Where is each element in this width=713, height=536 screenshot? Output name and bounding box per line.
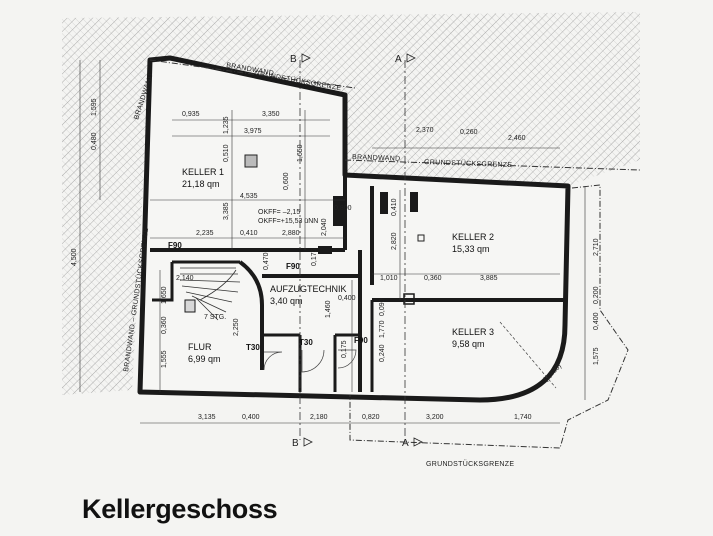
dim-label: 3,385: [223, 202, 230, 220]
dim-label: 0,400: [242, 414, 260, 421]
dim-label: 2,370: [416, 127, 434, 134]
dim-label: 4,500: [71, 248, 78, 266]
dim-label: 1,575: [593, 347, 600, 365]
room-keller3-name: KELLER 3: [452, 327, 494, 337]
door-f90-right: F90: [354, 336, 368, 345]
room-flur-name: FLUR: [188, 342, 212, 352]
room-keller2-name: KELLER 2: [452, 232, 494, 242]
boundary-brandwand-mid: BRANDWAND: [352, 154, 401, 163]
page-title: Kellergeschoss: [82, 494, 278, 524]
dim-label: 1,595: [91, 98, 98, 116]
room-flur-area: 6,99 qm: [188, 354, 221, 364]
door-f90-left: F90: [168, 241, 182, 250]
section-a-bottom-arrow: [413, 437, 423, 447]
dim-label: 0,510: [223, 144, 230, 162]
room-keller1-area: 21,18 qm: [182, 179, 220, 189]
dim-label: 0,410: [240, 230, 258, 237]
dim-label: 4,535: [240, 193, 258, 200]
dim-label: 1,010: [380, 275, 398, 282]
door-t30-left: T30: [246, 343, 260, 352]
room-keller3-area: 9,58 qm: [452, 339, 485, 349]
neighbour-hatch-area-2: [62, 12, 640, 395]
section-b-top-arrow: [301, 53, 311, 63]
room-aufzug-name: AUFZUGTECHNIK: [270, 284, 347, 294]
dim-label: 3,135: [198, 414, 216, 421]
room-keller1-name: KELLER 1: [182, 167, 224, 177]
dim-label: 0,480: [91, 132, 98, 150]
level-okff-nn: OKFF=+15,53 üNN: [258, 218, 318, 225]
dim-label: 0,090: [379, 298, 386, 316]
boundary-grenze-mid: GRUNDSTÜCKSGRENZE: [424, 158, 513, 169]
dim-label: 0,935: [182, 111, 200, 118]
dim-label: 0,240: [379, 344, 386, 362]
dim-label: 0,800: [334, 205, 352, 212]
dim-label: 2,710: [593, 238, 600, 256]
dim-label: 1,740: [514, 414, 532, 421]
dim-label: 0,400: [593, 312, 600, 330]
door-f90-mid: F90: [286, 262, 300, 271]
section-b-bottom: B: [292, 438, 299, 449]
section-a-top-arrow: [406, 53, 416, 63]
dim-label: 2,250: [233, 318, 240, 336]
section-a-top: A: [395, 54, 402, 65]
dim-label: 0,175: [341, 340, 348, 358]
dim-label: 1,650: [297, 144, 304, 162]
dim-label: 1,650: [161, 286, 168, 304]
dim-label: 3,350: [262, 111, 280, 118]
dim-label: 2,140: [176, 275, 194, 282]
room-aufzug-area: 3,40 qm: [270, 296, 303, 306]
section-b-top: B: [290, 54, 297, 65]
room-keller2-area: 15,33 qm: [452, 244, 490, 254]
dim-label: 1,770: [379, 320, 386, 338]
dim-label: 0,360: [161, 316, 168, 334]
level-okff: OKFF= –2,15: [258, 209, 300, 216]
dimension-lines: [79, 60, 586, 424]
door-t30-mid: T30: [299, 338, 313, 347]
dim-label: 0,200: [593, 286, 600, 304]
dim-label: 2,180: [310, 414, 328, 421]
section-a-bottom: A: [402, 438, 409, 449]
outer-wall: [137, 55, 571, 403]
dim-label: 3,975: [244, 128, 262, 135]
dim-label: 0,360: [424, 275, 442, 282]
dim-label: 3,200: [426, 414, 444, 421]
dim-label: 2,235: [196, 230, 214, 237]
staircase: [179, 267, 241, 321]
dim-label: 0,260: [460, 129, 478, 136]
dim-label: 0,410: [391, 198, 398, 216]
dim-label: 0,175: [311, 248, 318, 266]
boundary-line-right: [349, 184, 629, 449]
dim-label: 0,400: [338, 295, 356, 302]
boundary-line-mid: [344, 159, 641, 171]
dim-label: 1,235: [223, 116, 230, 134]
dim-label: 0,600: [283, 172, 290, 190]
dim-label: 2,040: [321, 218, 328, 236]
dim-label: 1,460: [325, 300, 332, 318]
dim-label: 2,820: [391, 232, 398, 250]
dim-label: 0,820: [362, 414, 380, 421]
stairs-count: 7 STG.: [204, 314, 226, 321]
section-lines: [299, 60, 406, 440]
dim-label: 0,470: [263, 252, 270, 270]
section-b-bottom-arrow: [303, 437, 313, 447]
boundary-line-top: [149, 59, 356, 89]
dim-label: 2,880: [282, 230, 300, 237]
dim-label: 3,885: [480, 275, 498, 282]
wall-notches: [184, 154, 425, 313]
boundary-grenze-bottom: GRUNDSTÜCKSGRENZE: [426, 460, 514, 468]
dim-label: 1,555: [161, 350, 168, 368]
dim-label: 2,460: [508, 135, 526, 142]
